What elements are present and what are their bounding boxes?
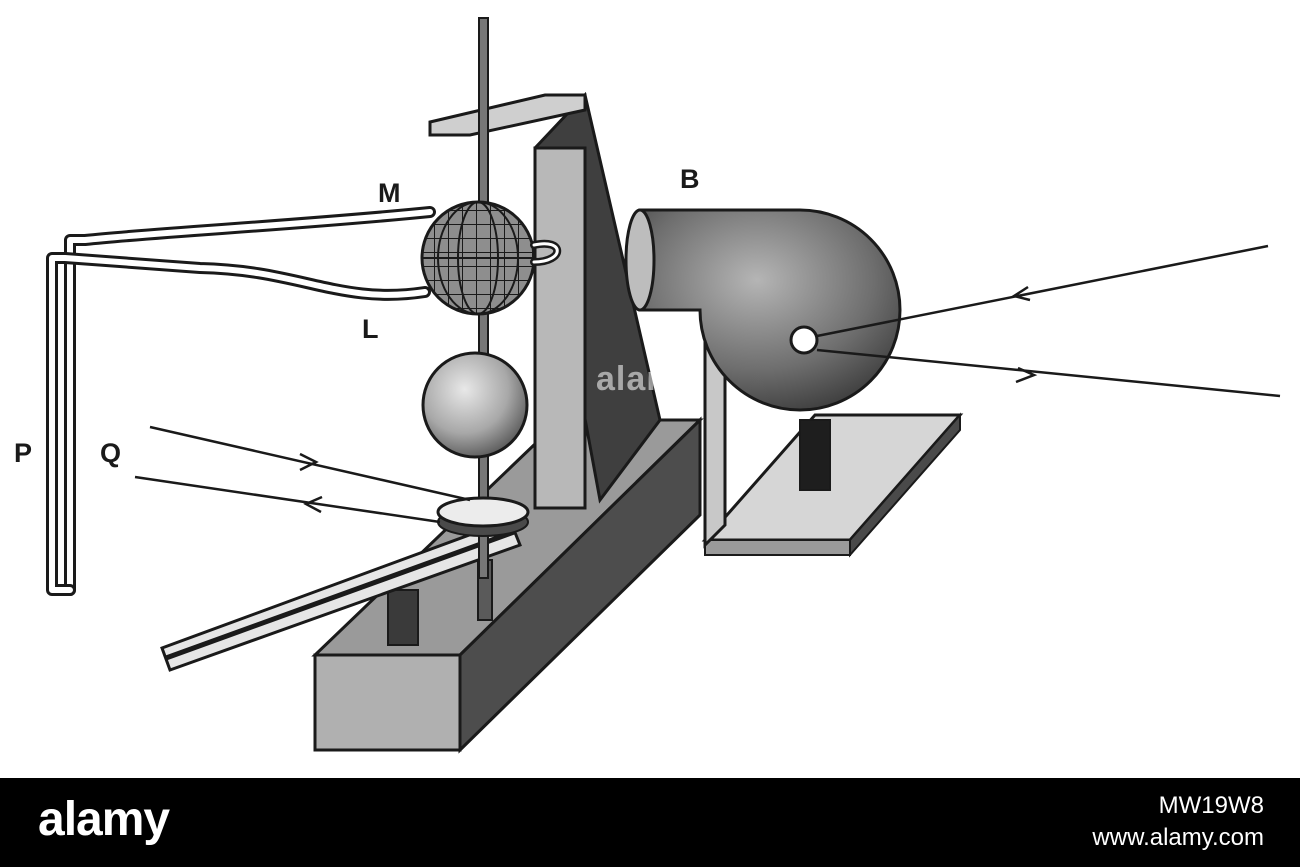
- label-m: M: [378, 178, 401, 208]
- magnet-bracket: [701, 311, 964, 558]
- label-p: P: [14, 438, 33, 468]
- label-l: L: [362, 314, 379, 344]
- vertical-pillar: [533, 91, 662, 510]
- mirror-disc: [436, 496, 530, 537]
- footer-bar: alamy MW19W8 www.alamy.com: [0, 778, 1300, 867]
- alamy-logo: alamy: [38, 793, 170, 846]
- mesh-sphere: [420, 200, 536, 316]
- label-q: Q: [100, 438, 122, 468]
- apparatus-diagram: B M L P Q alamy: [14, 17, 1281, 754]
- site-url: www.alamy.com: [1092, 824, 1264, 851]
- lower-sphere: [421, 351, 529, 459]
- image-id: MW19W8: [1158, 792, 1264, 819]
- lever-bar: [160, 518, 522, 672]
- light-rays: [134, 244, 1281, 524]
- curved-magnet: [624, 208, 902, 412]
- label-b: B: [680, 164, 700, 194]
- apparatus-drawing: [46, 17, 1281, 754]
- top-arm: [428, 93, 587, 137]
- watermark: alamy: [596, 360, 698, 398]
- manometer-tube: [46, 206, 562, 596]
